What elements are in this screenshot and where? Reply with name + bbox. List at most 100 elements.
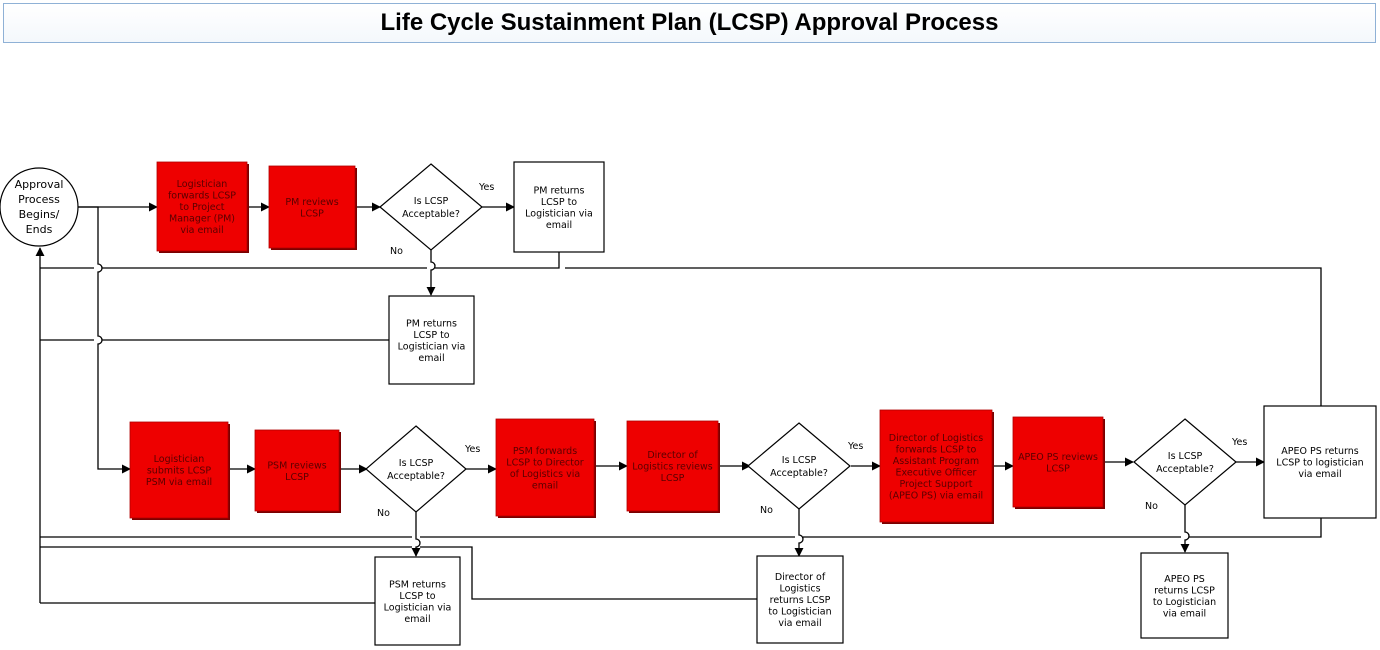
edge-dol-returns-back <box>40 546 757 600</box>
edge-label-psm-yes: Yes <box>464 444 480 455</box>
process-box <box>129 421 229 519</box>
page-title: Life Cycle Sustainment Plan (LCSP) Appro… <box>380 9 999 36</box>
node-label-line: LCSP to <box>413 330 449 341</box>
return-box <box>513 161 605 253</box>
edge-label-pm-yes: Yes <box>478 182 494 193</box>
node-label-line: email <box>418 353 444 364</box>
return-box <box>756 555 844 644</box>
node-label-line: forwards LCSP <box>168 191 236 202</box>
node-label-line: via email <box>1163 608 1206 619</box>
node-label-line: Assistant Program <box>893 456 979 467</box>
node-label-line: email <box>532 480 558 491</box>
node-label-line: Begins/ <box>19 208 60 221</box>
node-label-line: Acceptable? <box>387 471 445 482</box>
node-label-line: email <box>404 614 430 625</box>
decision-diamond <box>365 425 467 513</box>
node-label-line: Director of <box>647 450 698 461</box>
node-label-line: via email <box>1298 469 1341 480</box>
node-label-line: Logistician via <box>384 602 452 613</box>
edge-decision-apeo-no <box>1180 505 1190 553</box>
node-label-line: Is LCSP <box>399 458 434 469</box>
node-label-line: Acceptable? <box>770 468 828 479</box>
node-label-line: LCSP to <box>541 197 577 208</box>
node-label-line: submits LCSP <box>147 466 212 477</box>
node-label-line: PM reviews <box>285 197 338 208</box>
node-label-line: PSM forwards <box>513 446 577 457</box>
node-label-line: Ends <box>26 223 53 236</box>
node-label-line: Is LCSP <box>414 196 449 207</box>
process-box <box>626 420 719 512</box>
node-label-line: Manager (PM) <box>169 214 235 225</box>
node-label-line: Is LCSP <box>1168 451 1203 462</box>
node-label-line: email <box>546 220 572 231</box>
edge-decision-pm-no <box>426 250 436 296</box>
node-label-line: forwards LCSP to <box>896 444 977 455</box>
return-box <box>388 295 475 385</box>
node-label-line: Acceptable? <box>1156 464 1214 475</box>
decision-diamond <box>747 422 851 510</box>
node-label-line: PM returns <box>406 318 457 329</box>
node-label-line: Logistics <box>779 584 820 595</box>
node-label-line: APEO PS <box>1164 574 1205 585</box>
process-box <box>268 165 356 249</box>
node-label-line: PM returns <box>534 185 585 196</box>
edge-start-to-psm-branch <box>78 206 131 474</box>
node-label-line: via email <box>778 618 821 629</box>
node-label-line: Logistician <box>177 179 228 190</box>
edge-apeo-returns-yes-bottom <box>40 518 1322 538</box>
process-box <box>254 429 340 512</box>
node-label-line: Approval <box>15 178 64 191</box>
node-label-line: Director of Logistics <box>889 433 984 444</box>
node-label-line: returns LCSP <box>1154 585 1215 596</box>
start-end-circle <box>0 167 79 247</box>
edge-decision-psm-no <box>411 512 421 557</box>
node-label-line: Acceptable? <box>402 209 460 220</box>
edge-pm-returns-yes-back <box>40 252 560 269</box>
decision-diamond <box>379 163 483 251</box>
node-label-line: Logistics reviews <box>632 462 713 473</box>
node-label-line: LCSP <box>1046 463 1070 474</box>
node-label-line: LCSP to Director <box>506 457 584 468</box>
process-box <box>1012 416 1104 508</box>
edge-label-pm-no: No <box>390 246 403 257</box>
edge-label-dol-yes: Yes <box>847 441 863 452</box>
edge-decision-dol-no <box>794 509 804 557</box>
process-box <box>495 418 595 517</box>
node-label-line: PSM reviews <box>267 460 326 471</box>
node-label-line: Logistician via <box>525 208 593 219</box>
node-label-line: Process <box>18 193 60 206</box>
node-label-line: (APEO PS) via email <box>889 490 983 501</box>
return-box <box>1263 405 1377 519</box>
node-label-line: returns LCSP <box>770 595 831 606</box>
title-bar: Life Cycle Sustainment Plan (LCSP) Appro… <box>3 3 1376 43</box>
node-label-line: APEO PS returns <box>1281 446 1359 457</box>
decision-diamond <box>1133 418 1237 506</box>
process-box <box>879 409 993 523</box>
connectors <box>35 202 1322 604</box>
edge-label-apeo-no: No <box>1145 501 1158 512</box>
edge-apeo-returns-yes-back <box>565 267 1322 406</box>
node-label-line: LCSP to logistician <box>1276 458 1363 469</box>
node-decision-apeo: Is LCSP Acceptable? <box>1133 418 1237 506</box>
node-label-line: to Project <box>179 202 224 213</box>
edge-label-dol-no: No <box>760 505 773 516</box>
node-label-line: LCSP <box>300 208 324 219</box>
node-decision-pm: Is LCSP Acceptable? <box>379 163 483 251</box>
return-box <box>1140 552 1229 639</box>
node-label-line: to Logistician <box>1153 597 1216 608</box>
